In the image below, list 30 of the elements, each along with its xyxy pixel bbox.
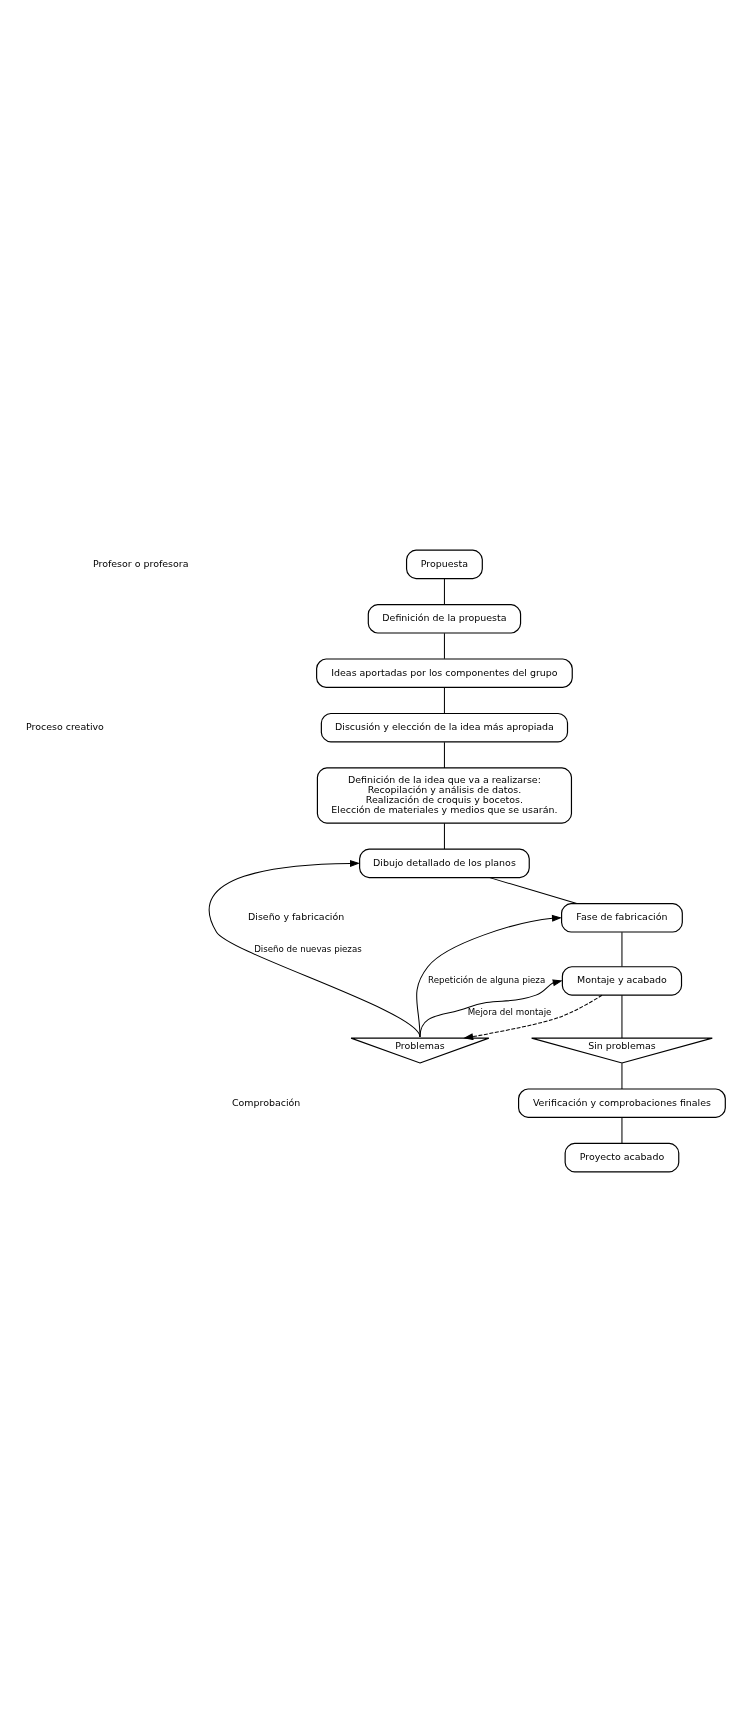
edge-label: Repetición de alguna pieza [428, 975, 546, 986]
label: Profesor o profesora [92, 557, 189, 569]
node-box: Verificación y comprobaciones finales [518, 1088, 726, 1118]
label: Diseño y fabricación [247, 911, 345, 923]
connector [443, 632, 445, 660]
connector [489, 877, 578, 905]
node-box: Ideas aportadas por los componentes del grupo [316, 658, 573, 688]
edge-label: Mejora del montaje [467, 1006, 552, 1017]
node-box: Definición de la propuesta [367, 604, 522, 634]
node-box: Propuesta [406, 549, 483, 580]
node-box: Montaje y acabado [561, 966, 683, 996]
connector [443, 741, 445, 769]
arrow [463, 994, 603, 1041]
edge-label: Diseño de nuevas piezas [254, 943, 362, 954]
label: Comprobación [231, 1096, 301, 1108]
connector [443, 578, 445, 605]
node-box: Dibujo detallado de los planos [359, 848, 530, 879]
node-box: Discusión y elección de la idea más apropiada [320, 712, 569, 743]
arrow [419, 979, 563, 1038]
label: Proceso creativo [25, 721, 104, 733]
connector [443, 687, 445, 714]
node-box: Definición de la idea que va a realizarse: Recopilación y análisis de datos. Realización de croquis y bocetos. Elección de materiales y medios que se usarán. [316, 767, 573, 824]
node-box: Proyecto acabado [564, 1142, 680, 1173]
connector [621, 1062, 623, 1090]
connector [621, 1117, 623, 1144]
connector [443, 822, 445, 850]
arrow [416, 914, 562, 1038]
node-box: Fase de fabricación [561, 903, 683, 933]
connector [621, 994, 623, 1039]
connector [621, 931, 623, 968]
